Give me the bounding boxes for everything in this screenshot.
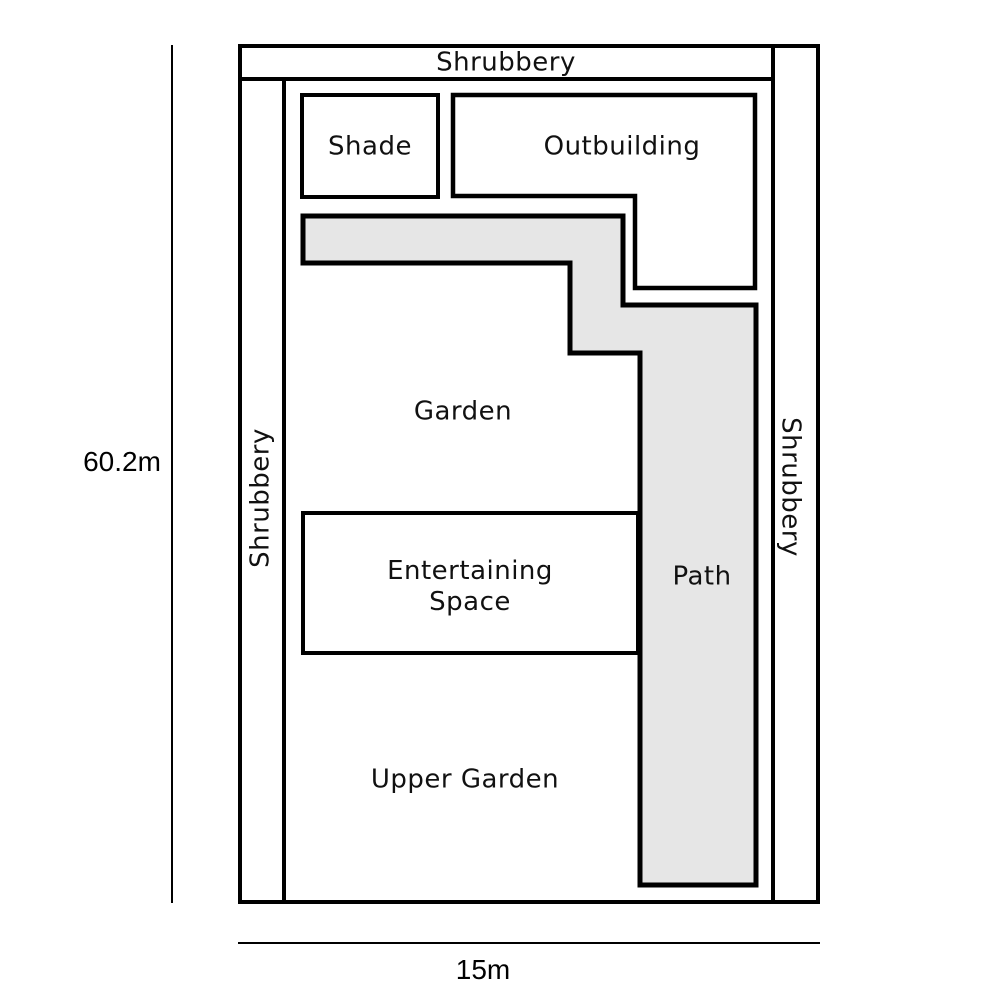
shrubbery-left-label: Shrubbery (245, 428, 276, 568)
top-shrubbery-separator (238, 77, 773, 81)
shrubbery-top-label: Shrubbery (436, 47, 576, 78)
height-dimension-line (171, 45, 173, 903)
shrubbery-right-label: Shrubbery (775, 417, 806, 557)
shade-box (300, 93, 440, 199)
plot-boundary (238, 44, 820, 904)
width-dimension-label: 15m (455, 954, 511, 985)
entertaining-space-box (301, 511, 640, 655)
shade-label: Shade (328, 131, 412, 162)
entertaining-space-label: Entertaining Space (387, 556, 553, 617)
height-dimension-label: 60.2m (83, 446, 161, 477)
width-dimension-line (238, 942, 820, 944)
left-shrubbery-separator (282, 77, 286, 904)
outbuilding-shape (450, 92, 758, 291)
upper-garden-label: Upper Garden (370, 764, 560, 795)
garden-label: Garden (413, 396, 513, 427)
outbuilding-label: Outbuilding (543, 131, 701, 162)
path-label: Path (672, 561, 732, 592)
path-area-shape (300, 213, 759, 888)
right-shrubbery-separator (771, 44, 775, 904)
